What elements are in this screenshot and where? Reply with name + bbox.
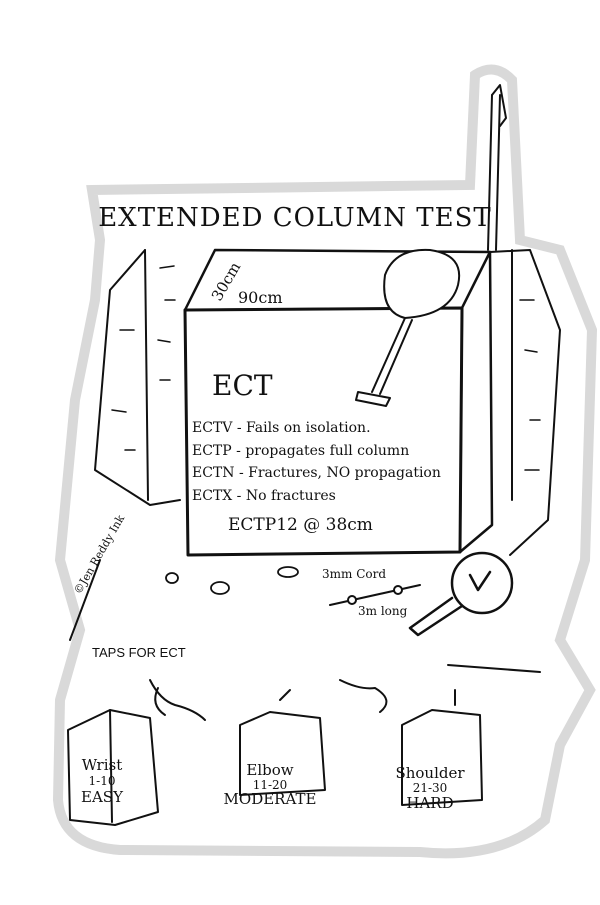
cord-length: 3m long — [358, 604, 408, 618]
tap-difficulty-label: HARD — [406, 794, 453, 812]
example-result: ECTP12 @ 38cm — [228, 515, 373, 535]
tap-joint-label: Shoulder — [395, 764, 465, 782]
tap-joint-label: Wrist — [82, 756, 122, 774]
definition-item: ECTP - propagates full column — [192, 443, 409, 459]
taps-heading: TAPS FOR ECT — [92, 645, 186, 660]
cord-label: 3mm Cord — [322, 567, 386, 581]
width-label: 90cm — [238, 288, 283, 307]
diagram-title: EXTENDED COLUMN TEST — [98, 203, 492, 233]
tap-range-label: 1-10 — [89, 774, 116, 788]
column-heading: ECT — [212, 369, 273, 402]
tap-range-label: 21-30 — [413, 781, 448, 795]
definition-item: ECTX - No fractures — [192, 488, 336, 504]
definition-item: ECTV - Fails on isolation. — [192, 420, 371, 436]
tap-joint-label: Elbow — [246, 761, 293, 779]
definition-item: ECTN - Fractures, NO propagation — [192, 465, 441, 481]
tap-difficulty-label: EASY — [81, 788, 124, 806]
tap-difficulty-label: MODERATE — [224, 790, 317, 808]
